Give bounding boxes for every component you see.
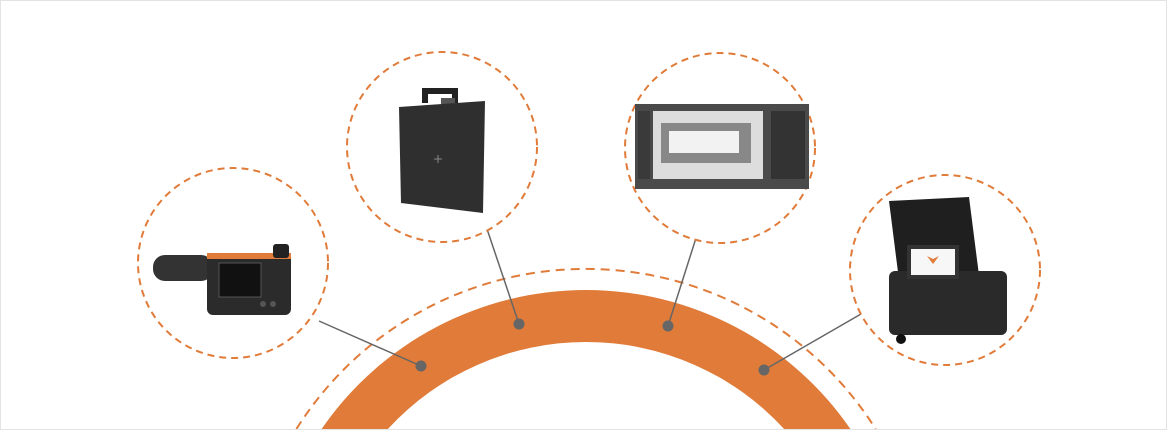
connector-line — [318, 320, 422, 367]
orange-arc-band — [321, 290, 851, 429]
connectors — [318, 228, 862, 371]
flat-panel-detector-icon — [399, 88, 485, 213]
connector-dot — [758, 364, 770, 376]
handheld-xray-camera-icon — [153, 244, 291, 315]
outer-dashed-arc — [295, 268, 877, 429]
connector-line — [486, 228, 520, 325]
imaging-software-screen-icon — [635, 104, 809, 189]
connector-dot — [662, 320, 674, 332]
rugged-laptop-case-icon — [889, 197, 1007, 344]
connector-dot — [415, 360, 427, 372]
connector-dot — [513, 318, 525, 330]
connector-line — [763, 313, 862, 371]
connector-line — [667, 237, 697, 327]
